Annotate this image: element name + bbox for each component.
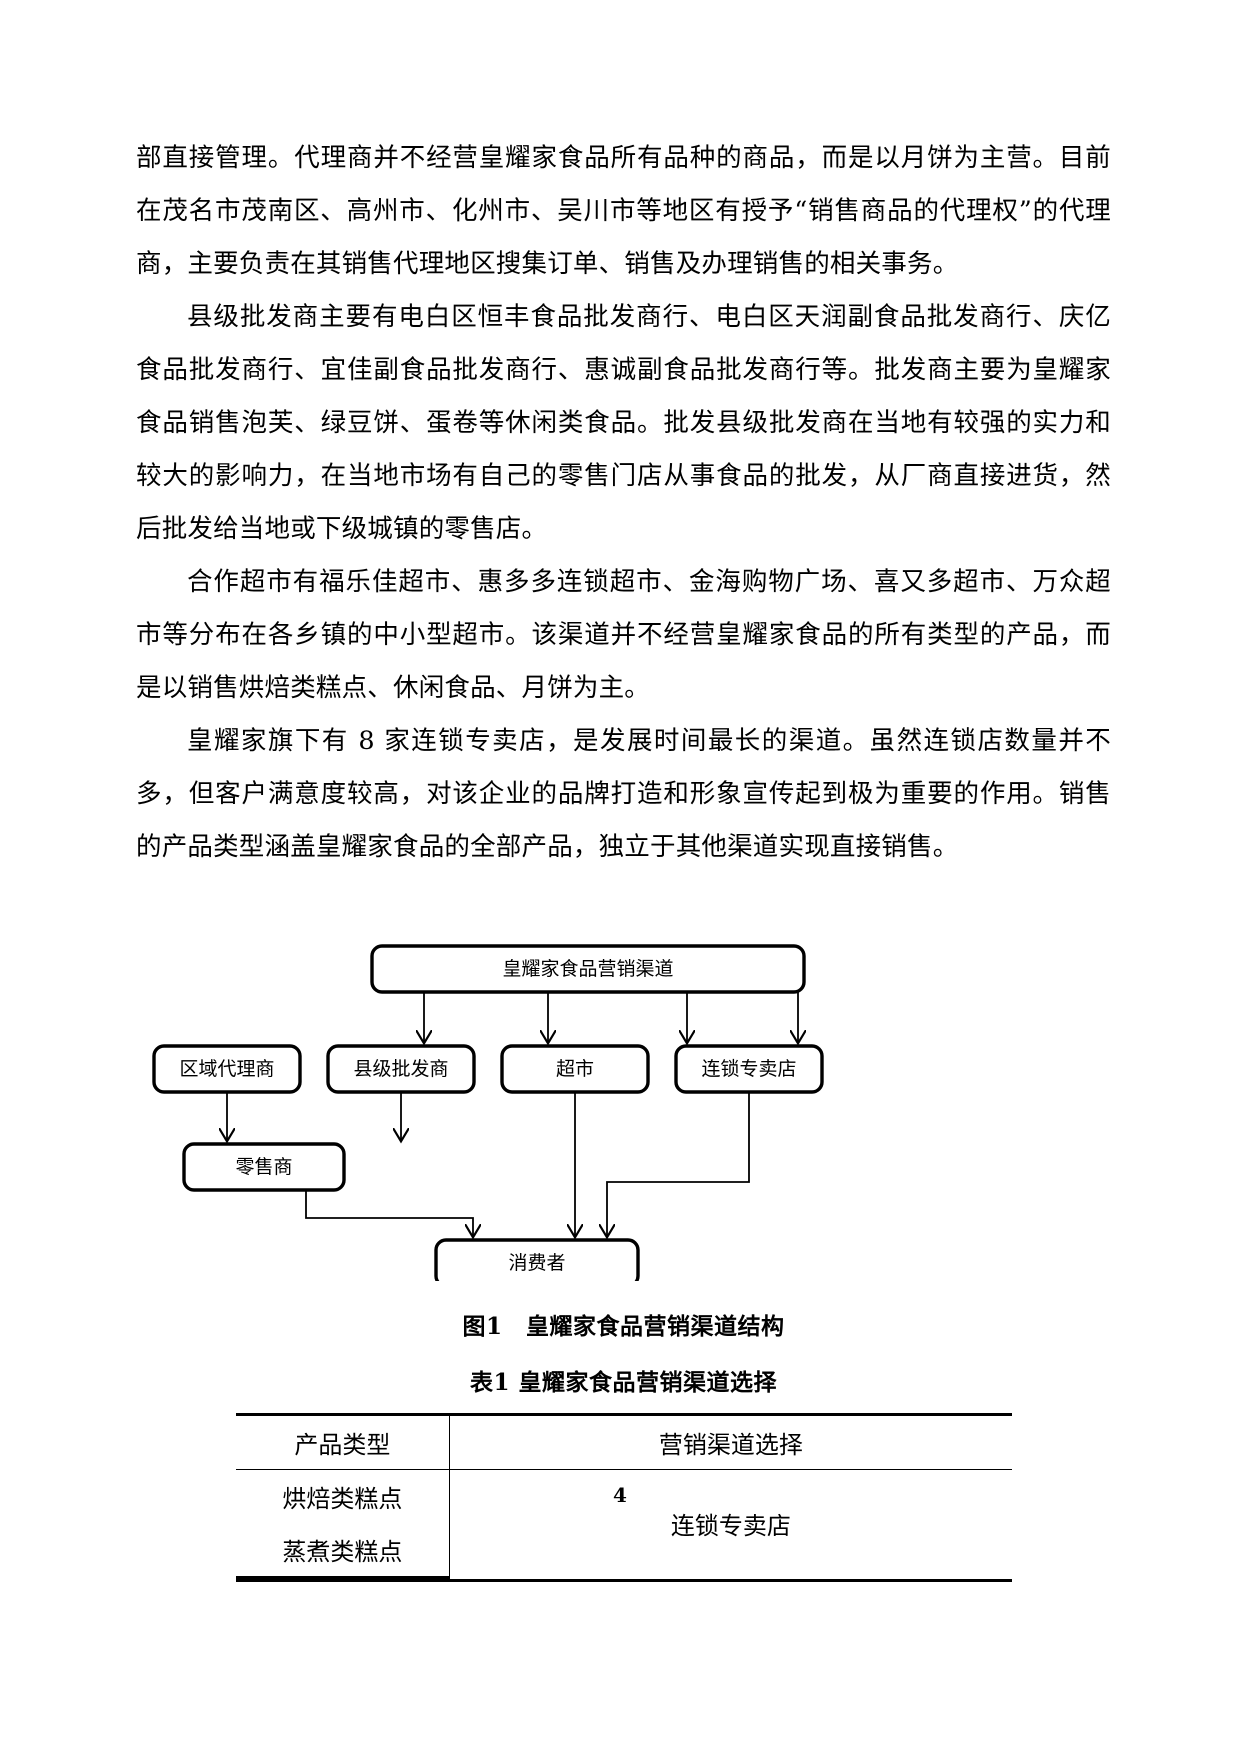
paragraph-1: 部直接管理。代理商并不经营皇耀家食品所有品种的商品，而是以月饼为主营。目前在茂名… bbox=[136, 143, 1111, 279]
paragraph-2: 县级批发商主要有电白区恒丰食品批发商行、电白区天润副食品批发商行、庆亿食品批发商… bbox=[136, 302, 1111, 544]
flow-node-retailer-label: 零售商 bbox=[235, 1156, 292, 1178]
page-content: 部直接管理。代理商并不经营皇耀家食品所有品种的商品，而是以月饼为主营。目前在茂名… bbox=[136, 132, 1111, 1582]
table-bottom-rule bbox=[235, 1577, 1012, 1582]
flow-node-consumer-label: 消费者 bbox=[508, 1252, 565, 1274]
table-bottom-rule-row bbox=[235, 1577, 1012, 1582]
page-number: 4 bbox=[613, 1483, 627, 1507]
table-header-product-type: 产品类型 bbox=[235, 1413, 451, 1470]
table-row: 烘焙类糕点 连锁专卖店 bbox=[235, 1469, 1012, 1540]
table-cell-product-type-1: 烘焙类糕点 bbox=[235, 1469, 451, 1523]
flow-node-retailer: 零售商 bbox=[182, 1142, 346, 1192]
table-cell-product-type-2: 蒸煮类糕点 bbox=[235, 1523, 451, 1579]
flow-node-channel-3-label: 超市 bbox=[556, 1058, 594, 1080]
flow-node-channel-3: 超市 bbox=[500, 1044, 650, 1094]
flow-node-root: 皇耀家食品营销渠道 bbox=[370, 944, 806, 994]
flow-node-channel-1: 区域代理商 bbox=[152, 1044, 302, 1094]
paragraph-3: 合作超市有福乐佳超市、惠多多连锁超市、金海购物广场、喜又多超市、万众超市等分布在… bbox=[136, 567, 1111, 703]
figure-caption: 图1 皇耀家食品营销渠道结构 bbox=[462, 1313, 785, 1340]
flow-node-channel-1-label: 区域代理商 bbox=[179, 1058, 274, 1080]
channel-selection-table: 产品类型 营销渠道选择 烘焙类糕点 连锁专卖店 蒸煮类糕点 bbox=[235, 1413, 1012, 1582]
table-row: 蒸煮类糕点 bbox=[235, 1523, 1012, 1579]
flow-node-channel-4-label: 连锁专卖店 bbox=[701, 1058, 796, 1080]
flow-node-channel-2-label: 县级批发商 bbox=[353, 1058, 448, 1080]
table-caption: 表1 皇耀家食品营销渠道选择 bbox=[469, 1369, 777, 1396]
marketing-channel-flowchart: 皇耀家食品营销渠道 区域代理商 县级批发商 bbox=[136, 936, 1111, 1281]
paragraph-4: 皇耀家旗下有 8 家连锁专卖店，是发展时间最长的渠道。虽然连锁店数量并不多，但客… bbox=[136, 726, 1111, 862]
flow-node-root-label: 皇耀家食品营销渠道 bbox=[502, 958, 673, 980]
table-header-row: 产品类型 营销渠道选择 bbox=[235, 1413, 1012, 1470]
flow-node-channel-2: 县级批发商 bbox=[326, 1044, 476, 1094]
table-cell-channel-1: 连锁专卖店 bbox=[670, 1512, 791, 1541]
table-header-channel: 营销渠道选择 bbox=[449, 1413, 1012, 1470]
flow-node-consumer: 消费者 bbox=[434, 1238, 640, 1281]
flow-node-channel-4: 连锁专卖店 bbox=[674, 1044, 824, 1094]
